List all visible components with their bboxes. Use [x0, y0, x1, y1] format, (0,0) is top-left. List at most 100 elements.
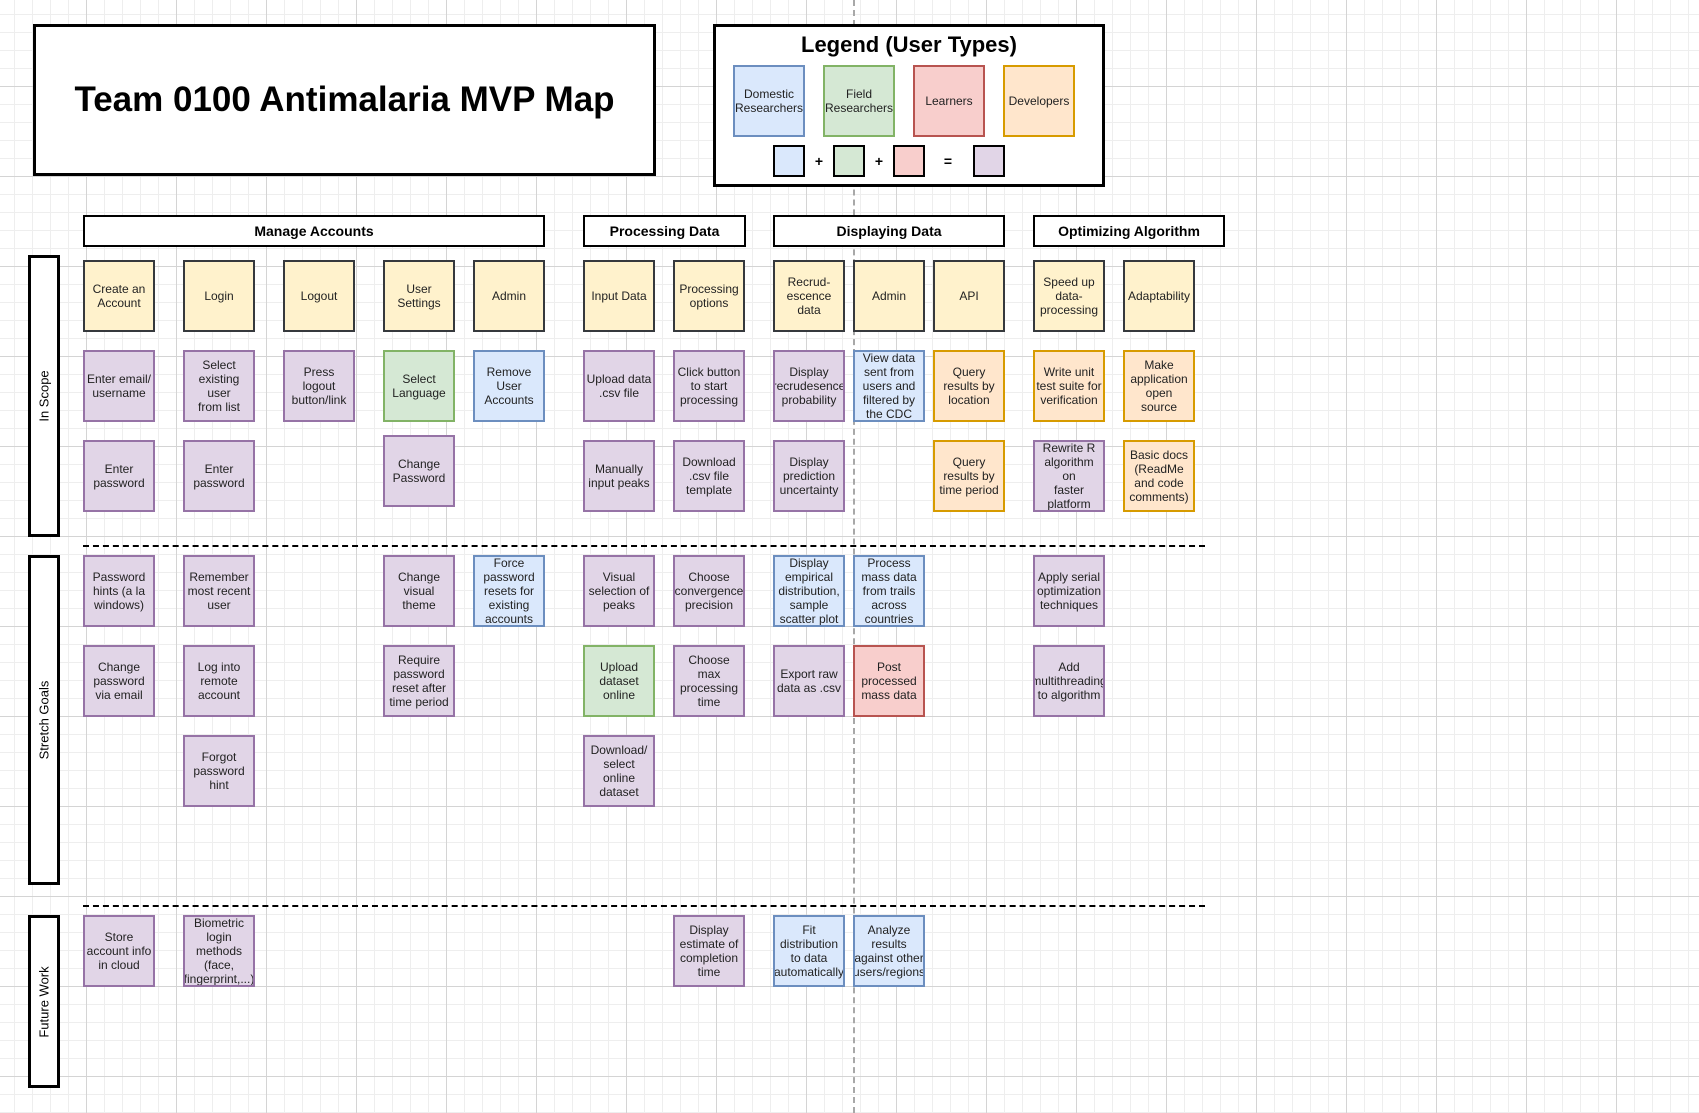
- card-force-password-resets: Force password resets for existing accou…: [473, 555, 545, 627]
- card-enter-password-login: Enter password: [183, 440, 255, 512]
- card-text: Visual selection of peaks: [588, 570, 650, 612]
- card-unit-tests: Write unit test suite for verification: [1033, 350, 1105, 422]
- legend-swatch-green: [833, 145, 865, 177]
- card-enter-password-create: Enter password: [83, 440, 155, 512]
- card-upload-csv: Upload data .csv file: [583, 350, 655, 422]
- card-text: Write unit test suite for verification: [1036, 365, 1102, 407]
- card-text: Click button to start processing: [677, 365, 741, 407]
- card-basic-docs: Basic docs (ReadMe and code comments): [1123, 440, 1195, 512]
- feature-input-data: Input Data: [583, 260, 655, 332]
- feature-login: Login: [183, 260, 255, 332]
- card-text: Display empirical distribution, sample s…: [778, 556, 840, 626]
- card-text: Store account info in cloud: [86, 930, 152, 972]
- diagram-title-text: Team 0100 Antimalaria MVP Map: [74, 80, 615, 119]
- feature-processing-options: Processing options: [673, 260, 745, 332]
- card-forgot-password-hint: Forgot password hint: [183, 735, 255, 807]
- card-fit-distribution: Fit distribution to data automatically: [773, 915, 845, 987]
- category-processing-data: Processing Data: [583, 215, 746, 247]
- card-text: Change visual theme: [397, 570, 441, 612]
- card-change-visual-theme: Change visual theme: [383, 555, 455, 627]
- card-text: Adaptability: [1127, 289, 1191, 303]
- card-text: Enter email/ username: [86, 372, 152, 400]
- legend-swatch-blue: [773, 145, 805, 177]
- card-download-template: Download .csv file template: [673, 440, 745, 512]
- feature-adaptability: Adaptability: [1123, 260, 1195, 332]
- card-convergence-precision: Choose convergence precision: [673, 555, 745, 627]
- card-text: Process mass data from trails across cou…: [861, 556, 917, 626]
- card-select-existing-user: Select existing user from list: [183, 350, 255, 422]
- card-password-hints: Password hints (a la windows): [83, 555, 155, 627]
- card-download-online-dataset: Download/ select online dataset: [583, 735, 655, 807]
- card-text: Download .csv file template: [682, 455, 736, 497]
- card-text: Manually input peaks: [588, 462, 650, 490]
- card-display-uncertainty: Display prediction uncertainty: [773, 440, 845, 512]
- card-empirical-distribution: Display empirical distribution, sample s…: [773, 555, 845, 627]
- card-text: Add multithreading to algorithm: [1033, 660, 1105, 702]
- legend-plus-1: +: [814, 153, 824, 169]
- card-open-source: Make application open source: [1123, 350, 1195, 422]
- card-remove-user-accounts: Remove User Accounts: [473, 350, 545, 422]
- card-text: Enter password: [93, 462, 145, 490]
- card-text: Post processed mass data: [861, 660, 917, 702]
- card-display-recrudescence: Display recrudesence probability: [773, 350, 845, 422]
- card-process-mass-data: Process mass data from trails across cou…: [853, 555, 925, 627]
- card-visual-selection-peaks: Visual selection of peaks: [583, 555, 655, 627]
- card-text: Biometric login methods (face, fingerpri…: [183, 916, 255, 986]
- card-query-time-period: Query results by time period: [933, 440, 1005, 512]
- card-text: Display prediction uncertainty: [779, 455, 839, 497]
- card-analyze-results: Analyze results against other users/regi…: [853, 915, 925, 987]
- card-post-mass-data: Post processed mass data: [853, 645, 925, 717]
- legend-learners: Learners: [913, 65, 985, 137]
- card-max-processing-time: Choose max processing time: [673, 645, 745, 717]
- card-text: Change Password: [392, 457, 446, 485]
- card-text: Admin: [491, 289, 526, 303]
- card-store-account-cloud: Store account info in cloud: [83, 915, 155, 987]
- card-text: Learners: [925, 94, 973, 108]
- card-text: Basic docs (ReadMe and code comments): [1129, 448, 1189, 504]
- card-export-raw-csv: Export raw data as .csv: [773, 645, 845, 717]
- card-text: Recrud- escence data: [786, 275, 832, 317]
- card-rewrite-r: Rewrite R algorithm on faster platform: [1033, 440, 1105, 512]
- card-text: Logout: [300, 289, 338, 303]
- feature-user-settings: User Settings: [383, 260, 455, 332]
- separator-stretch-future: [83, 905, 1205, 907]
- card-query-location: Query results by location: [933, 350, 1005, 422]
- separator-in-scope-stretch: [83, 545, 1205, 547]
- legend-plus-2: +: [874, 153, 884, 169]
- card-text: Make application open source: [1130, 358, 1188, 414]
- card-text: API: [959, 289, 979, 303]
- card-text: View data sent from users and filtered b…: [862, 351, 916, 421]
- feature-speed-up: Speed up data- processing: [1033, 260, 1105, 332]
- legend-title: Legend (User Types): [801, 32, 1017, 57]
- category-displaying-data: Displaying Data: [773, 215, 1005, 247]
- row-label-future-work: Future Work: [28, 915, 60, 1088]
- feature-api: API: [933, 260, 1005, 332]
- legend-developers: Developers: [1003, 65, 1075, 137]
- card-click-start-processing: Click button to start processing: [673, 350, 745, 422]
- card-text: Press logout button/link: [291, 365, 347, 407]
- card-text: Forgot password hint: [193, 750, 245, 792]
- card-text: Processing options: [679, 282, 739, 310]
- card-biometric-login: Biometric login methods (face, fingerpri…: [183, 915, 255, 987]
- card-require-password-reset: Require password reset after time period: [383, 645, 455, 717]
- card-text: Remember most recent user: [187, 570, 251, 612]
- card-completion-estimate: Display estimate of completion time: [673, 915, 745, 987]
- card-text: Choose convergence precision: [674, 570, 744, 612]
- card-text: Apply serial optimization techniques: [1036, 570, 1102, 612]
- card-text: Rewrite R algorithm on faster platform: [1042, 441, 1096, 511]
- card-text: Upload dataset online: [599, 660, 639, 702]
- card-text: Display estimate of completion time: [679, 923, 739, 979]
- legend-swatch-red: [893, 145, 925, 177]
- card-text: Choose max processing time: [679, 653, 739, 709]
- card-change-password: Change Password: [383, 435, 455, 507]
- category-manage-accounts: Manage Accounts: [83, 215, 545, 247]
- legend-swatch-purple: [973, 145, 1005, 177]
- card-text: Remove User Accounts: [484, 365, 534, 407]
- card-enter-email: Enter email/ username: [83, 350, 155, 422]
- card-text: Create an Account: [92, 282, 146, 310]
- card-text: Query results by time period: [939, 455, 999, 497]
- feature-create-account: Create an Account: [83, 260, 155, 332]
- card-text: Select Language: [392, 372, 446, 400]
- row-label-future-work-text: Future Work: [36, 965, 52, 1038]
- card-text: Input Data: [591, 289, 647, 303]
